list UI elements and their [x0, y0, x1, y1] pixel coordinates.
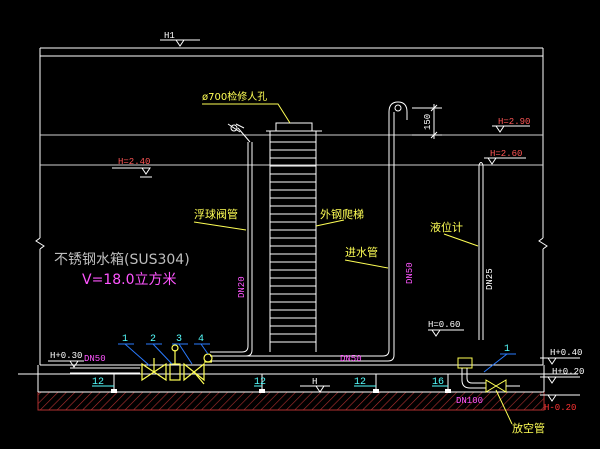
level-marker-inlet-left: H+0.30 [48, 351, 84, 368]
level-marker-floor: H [300, 377, 330, 393]
ladder-label: 外钢爬梯 [320, 208, 364, 221]
level-overflow-label: H=2.90 [498, 117, 530, 127]
level-marker-gauge-bottom: H=0.60 [428, 320, 464, 337]
float-valve-pipe [210, 123, 253, 357]
overflow-dimension [412, 104, 442, 139]
callout-number: 3 [176, 334, 182, 345]
drain-size: DN100 [456, 396, 483, 406]
level-inlet-left-label: H+0.30 [50, 351, 82, 361]
callout-leaders: 1 2 3 4 1 [118, 334, 516, 373]
callout-5: 1 [483, 344, 516, 373]
bottom-left-size: DN50 [84, 354, 106, 364]
bottom-inlet-pipe [70, 367, 140, 374]
level-marker-top: H1 [160, 31, 200, 47]
valve-4 [203, 353, 213, 363]
drain-label: 放空管 [512, 421, 545, 435]
callout-2: 2 [146, 334, 173, 365]
callout-number: 2 [150, 334, 156, 345]
manhole-label: ø700检修人孔 [202, 90, 267, 103]
callout-3: 3 [172, 334, 193, 365]
level-marker-float: H=2.60 [484, 149, 526, 165]
level-top-label: H1 [164, 31, 175, 41]
support-number: 12 [92, 377, 104, 388]
valve-3 [183, 362, 205, 385]
support-3: 12 [354, 374, 379, 393]
manhole-cover [275, 122, 313, 132]
level-right-b-label: H+0.20 [552, 367, 584, 377]
valve-1 [141, 358, 167, 382]
inlet-pipe-label: 进水管 [345, 245, 378, 259]
level-gauge-bottom-label: H=0.60 [428, 320, 460, 330]
tank-title: 不锈钢水箱(SUS304) [54, 252, 190, 268]
level-gauge-label: 液位计 [430, 220, 463, 234]
callout-4: 4 [194, 334, 210, 355]
support-2: 12 [254, 374, 266, 393]
inlet-pipe-leader [344, 259, 389, 269]
level-marker-overflow: H=2.90 [492, 117, 530, 133]
tank-volume: V=18.0立方米 [82, 272, 176, 288]
float-valve-label: 浮球阀管 [194, 207, 238, 221]
gauge-size: DN25 [485, 268, 495, 290]
bottom-mid-size: DN50 [340, 354, 362, 364]
riser-size: DN50 [405, 262, 415, 284]
level-marker-floor-red: H-0.20 [540, 394, 580, 413]
level-gauge [478, 162, 484, 340]
level-marker-water: H=2.40 [112, 157, 152, 178]
level-right-a-label: H+0.40 [550, 348, 582, 358]
callout-number: 1 [504, 344, 510, 355]
callout-1: 1 [118, 334, 151, 367]
level-floor-label: H [312, 377, 317, 387]
ladder-leader [315, 219, 345, 227]
vertical-inlet-size: DN20 [237, 276, 247, 298]
support-1: 12 [92, 374, 117, 393]
support-4: 16 [432, 374, 451, 393]
callout-number: 4 [198, 334, 204, 345]
support-number: 12 [354, 377, 366, 388]
level-marker-right-b: H+0.20 [540, 367, 584, 384]
tank-outline [35, 47, 548, 366]
pipe-supports: 12 12 12 16 [92, 374, 451, 393]
level-gauge-leader [443, 233, 479, 247]
callout-number: 1 [122, 334, 128, 345]
drain-leader [495, 389, 513, 425]
steel-ladder [269, 131, 317, 352]
manhole-leader [202, 103, 291, 124]
valve-2 [169, 344, 181, 381]
level-water-label: H=2.40 [118, 157, 150, 167]
inlet-riser-pipe [210, 101, 408, 362]
level-floor-red-label: H-0.20 [544, 403, 576, 413]
level-marker-right-a: H+0.40 [540, 348, 582, 365]
support-number: 12 [254, 377, 266, 388]
drain-assembly [457, 357, 520, 393]
overflow-dim-value: 150 [423, 114, 433, 130]
support-number: 16 [432, 377, 444, 388]
float-valve-leader [193, 221, 247, 231]
level-float-label: H=2.60 [490, 149, 522, 159]
